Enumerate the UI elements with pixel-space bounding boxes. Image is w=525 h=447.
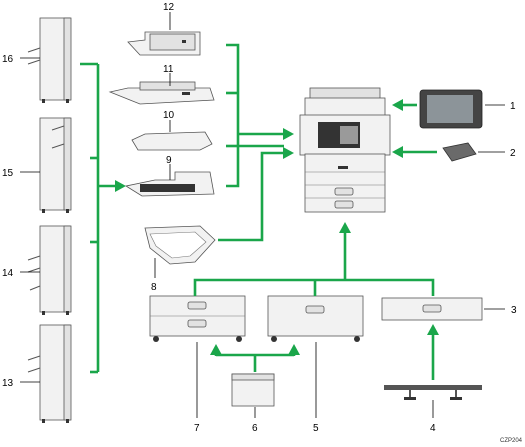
option-10 (131, 131, 213, 151)
callout-13: 13 (2, 378, 14, 389)
callout-12: 12 (163, 2, 175, 13)
two-tray-paper-feed-unit (149, 295, 246, 342)
callout-8: 8 (151, 282, 157, 293)
leader-lines (20, 12, 505, 418)
callout-15: 15 (2, 168, 14, 179)
one-tray-paper-feed-unit (381, 297, 483, 321)
callout-2: 2 (510, 148, 516, 159)
main-machine (299, 87, 391, 213)
option-9 (124, 171, 215, 197)
finisher-14 (27, 225, 72, 315)
paper-bank-box (231, 373, 275, 407)
finisher-13 (27, 324, 72, 423)
finisher-16 (27, 17, 72, 103)
callout-7: 7 (194, 423, 200, 434)
callout-numbers: 1 2 3 4 5 6 7 8 9 10 11 12 13 14 15 16 (2, 2, 517, 434)
callout-14: 14 (2, 268, 14, 279)
callout-16: 16 (2, 54, 14, 65)
option-8 (144, 225, 216, 265)
callout-10: 10 (163, 110, 175, 121)
image-code: CZP204 (500, 438, 523, 444)
caster-table (384, 385, 482, 400)
option-12 (127, 31, 201, 56)
option-11 (108, 81, 215, 105)
callout-6: 6 (252, 423, 258, 434)
callout-5: 5 (313, 423, 319, 434)
finisher-15 (39, 117, 72, 213)
callout-4: 4 (430, 423, 436, 434)
large-capacity-tray (267, 295, 364, 342)
smart-operation-panel (419, 89, 483, 129)
callout-1: 1 (510, 101, 516, 112)
callout-11: 11 (163, 64, 174, 75)
card-reader-device (442, 142, 477, 162)
connector-lines (80, 43, 439, 380)
callout-9: 9 (166, 155, 172, 166)
callout-3: 3 (511, 305, 517, 316)
